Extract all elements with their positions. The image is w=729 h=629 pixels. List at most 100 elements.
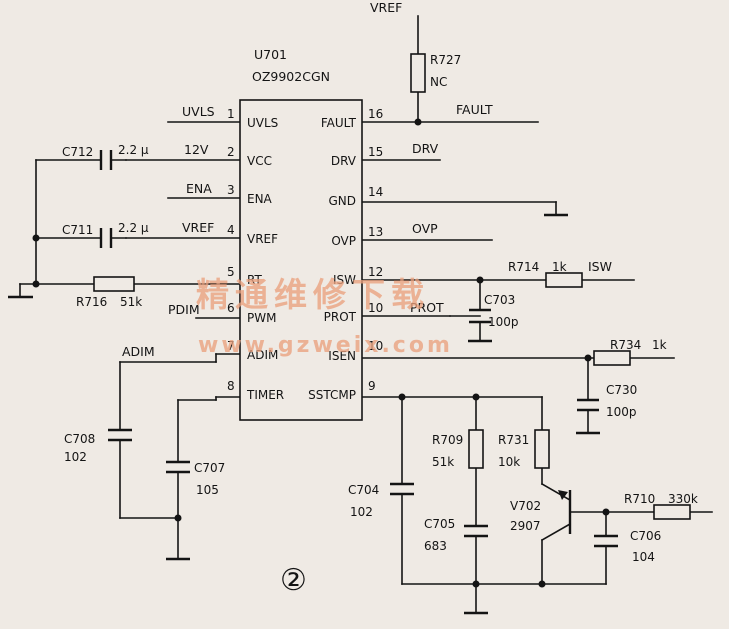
figure-number: ② [280,563,307,598]
net-vref-top: VREF [370,0,402,15]
pin-name-pwm: PWM [247,311,276,325]
c705-ref: C705 [424,517,455,531]
pin-num-15: 15 [368,145,383,159]
ground-symbols [8,213,600,615]
pin-name-timer: TIMER [246,388,284,402]
resistor-r710: R710 330k [624,492,698,520]
pin-num-14: 14 [368,185,383,199]
capacitor-c707: C707 105 [166,460,225,497]
r731-ref: R731 [498,433,529,447]
r734-ref: R734 [610,338,641,352]
pin-num-8: 8 [227,379,235,393]
net-ena: ENA [186,181,212,196]
pin-num-6: 6 [227,301,235,315]
pin-num-12: 12 [368,265,383,279]
capacitor-c712: C712 2.2 μ [62,143,149,170]
pin-num-9: 9 [368,379,376,393]
pin-name-rt: RT [247,273,262,287]
pin-name-drv: DRV [331,154,357,168]
pin-name-adim: ADIM [247,348,278,362]
c711-value: 2.2 μ [118,221,149,235]
c707-value: 105 [196,483,219,497]
ic-part-number: OZ9902CGN [252,69,330,84]
c703-ref: C703 [484,293,515,307]
junction-dots [32,118,610,588]
c730-ref: C730 [606,383,637,397]
capacitor-c705: C705 683 [424,517,488,553]
wires [19,15,713,613]
net-vref-left: VREF [182,220,214,235]
resistor-r727: R727 NC [410,53,461,93]
pin-num-7: 7 [227,339,235,353]
pin-num-2: 2 [227,145,235,159]
net-adim: ADIM [122,344,155,359]
c704-value: 102 [350,505,373,519]
watermark-chinese: 精通维修下载 [196,275,430,314]
watermark: 精通维修下载 www.gzweix.com [196,275,453,358]
pin-name-isen: ISEN [328,349,356,363]
r734-value: 1k [652,338,667,352]
capacitor-c704: C704 102 [348,482,414,519]
pin-name-isw: ISW [333,273,356,287]
net-ovp: OVP [412,221,438,236]
resistor-r734: R734 1k [593,338,667,366]
resistor-r714: R714 1k [508,260,583,288]
r716-ref: R716 [76,295,107,309]
c711-ref: C711 [62,223,93,237]
pin-name-vcc: VCC [247,154,272,168]
c706-value: 104 [632,550,655,564]
net-fault: FAULT [456,102,493,117]
net-pdim: PDIM [168,302,200,317]
pin-num-13: 13 [368,225,383,239]
resistor-r709: R709 51k [432,429,484,469]
pin-num-1: 1 [227,107,235,121]
c704-ref: C704 [348,483,379,497]
pin-num-4: 4 [227,223,235,237]
capacitor-c706: C706 104 [594,529,661,564]
capacitor-c730: C730 100p [577,383,637,419]
v702-value: 2907 [510,519,541,533]
r710-value: 330k [668,492,698,506]
pin-name-vref: VREF [247,232,278,246]
c706-ref: C706 [630,529,661,543]
r727-value: NC [430,75,447,89]
net-isw: ISW [588,259,612,274]
capacitor-c711: C711 2.2 μ [62,221,149,248]
c703-value: 100p [488,315,519,329]
watermark-url: www.gzweix.com [198,333,453,358]
net-12v: 12V [184,142,209,157]
pin-name-gnd: GND [328,194,356,208]
pin-num-16: 16 [368,107,383,121]
c705-value: 683 [424,539,447,553]
net-labels: UVLS 12V ENA VREF PDIM ADIM VREF FAULT D… [122,0,612,359]
c730-value: 100p [606,405,637,419]
r709-value: 51k [432,455,454,469]
pin-name-uvls: UVLS [247,116,278,130]
net-drv: DRV [412,141,439,156]
pin-name-prot: PROT [324,310,357,324]
pin-num-10-isen: 10 [368,339,383,353]
c708-ref: C708 [64,432,95,446]
c712-ref: C712 [62,145,93,159]
c707-ref: C707 [194,461,225,475]
r727-ref: R727 [430,53,461,67]
v702-ref: V702 [510,499,541,513]
pin-name-fault: FAULT [321,116,357,130]
c712-value: 2.2 μ [118,143,149,157]
capacitor-c703: C703 100p [469,293,519,329]
ic-u701: U701 OZ9902CGN UVLS VCC ENA VREF RT PWM … [227,47,383,421]
pin-name-sstcmp: SSTCMP [308,388,356,402]
r714-ref: R714 [508,260,539,274]
transistor-v702: V702 2907 [510,482,572,542]
ic-ref: U701 [254,47,287,62]
net-prot: PROT [410,300,444,315]
r709-ref: R709 [432,433,463,447]
r731-value: 10k [498,455,520,469]
c708-value: 102 [64,450,87,464]
pin-num-10-prot: 10 [368,301,383,315]
pin-name-ena: ENA [247,192,273,206]
net-uvls: UVLS [182,104,215,119]
r710-ref: R710 [624,492,655,506]
resistor-r716: R716 51k [76,276,142,309]
